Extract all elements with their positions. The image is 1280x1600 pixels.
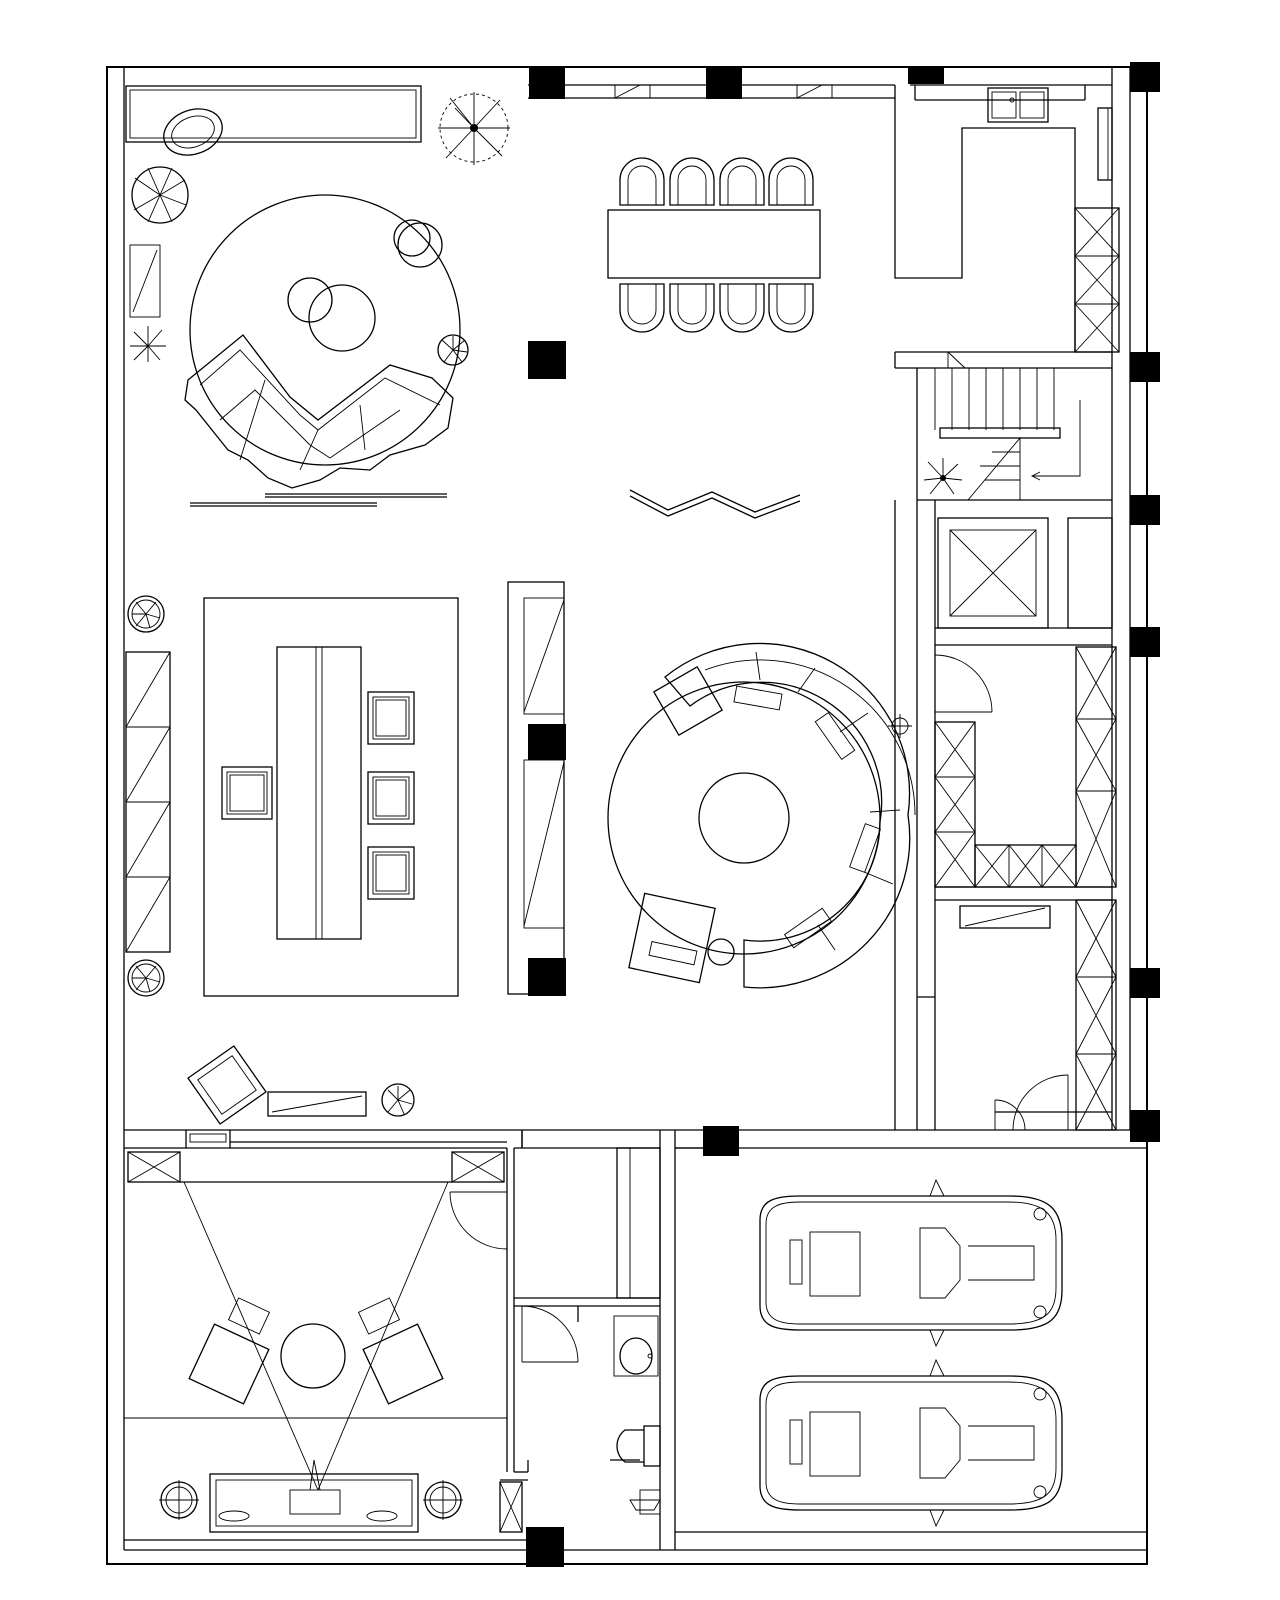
coffee-table [698,772,790,864]
structural-column-icon [528,341,566,379]
dining-chair-icon [669,283,715,333]
sofa-icon [184,334,454,489]
console-shelf [129,244,161,318]
potted-plant-icon [438,92,510,165]
living-area [125,85,510,507]
structural-column-icon [1130,968,1160,998]
structural-column-icon [1130,352,1160,382]
door-swing-icon [934,654,993,713]
armchair-icon [367,846,415,900]
dining-chair-icon [619,157,665,206]
media-room [124,1130,528,1541]
potted-plant-icon [130,326,166,362]
door-swing-icon [521,1305,579,1363]
round-lounge [607,642,916,989]
side-table [707,938,735,966]
rug-round [189,194,461,466]
armchair-icon [367,771,415,825]
garage [675,1147,1147,1533]
stool [397,222,443,268]
outer-walls [106,66,1148,1565]
rug-rectangular [203,597,459,997]
speaker [127,1151,181,1183]
structural-column-icon [1130,1110,1160,1142]
car-icon [759,1178,1063,1348]
armchair-icon [357,1297,444,1405]
armchair-icon [188,1297,271,1405]
structural-column-icon [529,67,565,99]
wardrobe-icon [934,721,976,888]
structural-column-icon [526,1527,564,1567]
armchair-icon [652,665,724,737]
potted-plant-icon [127,595,165,633]
sink-icon [987,87,1049,123]
low-cabinet [267,1091,367,1117]
top-windows [614,84,833,99]
dining-area [607,157,821,519]
armchair-icon [367,691,415,745]
level-break-mark [629,489,801,513]
door-swing-icon [449,1191,508,1250]
dining-chair-icon [719,157,765,206]
structural-columns [526,62,1160,1567]
floor-lamp-icon [888,714,912,738]
structural-column-icon [908,67,944,84]
service-rooms [916,500,1117,1131]
floor-lamp-icon [159,1480,199,1520]
structural-column-icon [1130,62,1160,92]
dining-chair-icon [768,283,814,333]
staircase-icon [894,351,1112,501]
sofa-icon [209,1473,419,1533]
rug-round [607,681,881,955]
wardrobe-icon [1075,646,1117,888]
bookshelf [507,581,565,995]
side-table [163,108,223,156]
coffee-table [280,1323,346,1389]
structural-column-icon [706,67,742,99]
wardrobe-icon [125,651,171,953]
dining-chair-icon [619,283,665,333]
armchair-icon [187,1045,267,1125]
floor-lamp-icon [423,1480,463,1520]
dining-table [607,209,821,279]
kitchen-counter [894,85,1076,352]
structural-column-icon [528,958,566,996]
dining-chair-icon [768,157,814,206]
sideboard [125,85,422,143]
potted-plant-icon [381,1083,415,1117]
kitchen [894,85,1120,353]
coffee-table [287,277,333,323]
potted-plant-icon [437,334,469,366]
structural-column-icon [703,1126,739,1156]
sink-icon [613,1315,659,1377]
wardrobe-icon [974,844,1077,888]
door-swing-icon [994,1074,1069,1131]
potted-plant-icon [127,959,165,997]
car-icon [759,1358,1063,1528]
armchair-icon [628,892,716,984]
shower-drain [629,1489,661,1515]
potted-plant-icon [131,166,189,224]
structural-column-icon [1130,495,1160,525]
wardrobe-icon [1075,899,1117,1131]
structural-column-icon [1130,627,1160,657]
sofa-icon [664,642,911,989]
armchair-icon [221,766,273,820]
dining-chair-icon [669,157,715,206]
potted-plant-icon [923,458,963,495]
study-area [125,581,565,1125]
toilet-icon [616,1425,661,1467]
dining-chair-icon [719,283,765,333]
bathroom-area [514,1130,676,1550]
structural-column-icon [528,724,566,760]
desk [276,646,362,940]
speaker [451,1151,505,1183]
